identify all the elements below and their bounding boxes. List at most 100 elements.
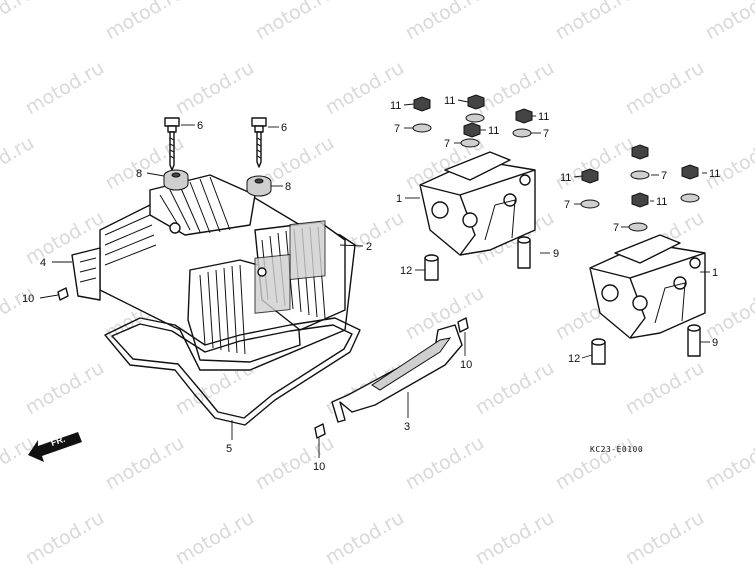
callout-leader bbox=[573, 175, 583, 178]
watermark-text: motod.ru bbox=[0, 0, 38, 44]
callout-c1b: 1 bbox=[700, 267, 718, 279]
callout-label: 7 bbox=[661, 170, 667, 182]
callout-label: 7 bbox=[564, 199, 570, 211]
watermark-text: motod.ru bbox=[402, 432, 488, 495]
callout-label: 10 bbox=[460, 359, 472, 371]
front-direction-arrow: FR. bbox=[28, 432, 82, 462]
watermark-text: motod.ru bbox=[322, 507, 408, 566]
callout-c9a: 9 bbox=[540, 248, 559, 260]
watermark-text: motod.ru bbox=[102, 432, 188, 495]
callout-c7e: 7 bbox=[651, 170, 667, 182]
diagram-code: KC23-E0100 bbox=[590, 445, 643, 454]
screw-gasket-right[interactable] bbox=[457, 317, 469, 333]
nut-u1[interactable] bbox=[413, 96, 431, 112]
cylinder-head-cover[interactable] bbox=[99, 174, 356, 371]
cover-bolt-left[interactable] bbox=[164, 117, 180, 171]
callout-label: 11 bbox=[444, 95, 455, 107]
watermark-text: motod.ru bbox=[102, 0, 188, 44]
callout-label: 11 bbox=[656, 196, 667, 208]
watermark-text: motod.ru bbox=[622, 507, 708, 566]
cover-bolt-right[interactable] bbox=[251, 117, 267, 168]
callout-label: 2 bbox=[366, 241, 372, 253]
callout-c9b: 9 bbox=[700, 337, 718, 349]
nut-l1[interactable] bbox=[631, 144, 649, 160]
watermark-text: motod.ru bbox=[0, 132, 38, 195]
callout-c6b: 6 bbox=[268, 122, 287, 134]
watermark-text: motod.ru bbox=[0, 432, 38, 495]
nut-u2[interactable] bbox=[467, 94, 485, 110]
callout-c8b: 8 bbox=[271, 181, 291, 193]
guide-plate[interactable] bbox=[331, 324, 463, 423]
watermark-text: motod.ru bbox=[22, 357, 108, 420]
nut-u4[interactable] bbox=[463, 122, 481, 138]
callout-label: 3 bbox=[404, 421, 410, 433]
washer-u1[interactable] bbox=[412, 123, 432, 133]
nut-l2[interactable] bbox=[581, 168, 599, 184]
nut-u3[interactable] bbox=[515, 108, 533, 124]
callout-label: 4 bbox=[40, 257, 46, 269]
callout-label: 11 bbox=[709, 168, 720, 180]
callout-c7d: 7 bbox=[564, 199, 581, 211]
nut-l4[interactable] bbox=[631, 192, 649, 208]
rocker-arm-holder-lower[interactable] bbox=[589, 234, 706, 339]
callout-c11a: 11 bbox=[390, 100, 415, 112]
callout-c8a: 8 bbox=[136, 168, 165, 180]
callout-label: 11 bbox=[488, 125, 499, 137]
grommet-left[interactable] bbox=[163, 169, 189, 191]
collar-lower[interactable] bbox=[687, 324, 701, 357]
head-cover-gasket[interactable] bbox=[104, 317, 361, 426]
dowel-pin-upper[interactable] bbox=[424, 254, 439, 281]
grommet-right[interactable] bbox=[246, 175, 272, 197]
callout-label: 7 bbox=[543, 128, 549, 140]
washer-l4[interactable] bbox=[628, 222, 648, 232]
callout-leader bbox=[339, 244, 364, 247]
callout-label: 6 bbox=[281, 122, 287, 134]
direction-label: FR. bbox=[50, 434, 67, 448]
watermark-text: motod.ru bbox=[0, 282, 38, 345]
washer-u2[interactable] bbox=[512, 128, 532, 138]
dowel-pin-lower[interactable] bbox=[591, 338, 606, 365]
callout-c12a: 12 bbox=[400, 265, 425, 277]
callout-leader bbox=[581, 354, 593, 359]
callout-label: 9 bbox=[712, 337, 718, 349]
callout-c7a: 7 bbox=[394, 123, 413, 135]
washer-u4[interactable] bbox=[465, 113, 485, 123]
washer-l2[interactable] bbox=[580, 199, 600, 209]
washer-u3[interactable] bbox=[460, 138, 480, 148]
watermark-text: motod.ru bbox=[702, 282, 755, 345]
nut-l3[interactable] bbox=[681, 164, 699, 180]
callout-label: 7 bbox=[394, 123, 400, 135]
callout-c4: 4 bbox=[40, 257, 72, 269]
callout-c10a: 10 bbox=[22, 293, 59, 305]
callout-label: 12 bbox=[400, 265, 412, 277]
watermark-text: motod.ru bbox=[252, 0, 338, 44]
washer-l3[interactable] bbox=[680, 193, 700, 203]
callout-c7f: 7 bbox=[613, 222, 629, 234]
callout-c5: 5 bbox=[226, 420, 233, 455]
callout-c7b: 7 bbox=[531, 128, 549, 140]
washer-l1[interactable] bbox=[630, 170, 650, 180]
callout-label: 12 bbox=[568, 353, 580, 365]
callout-label: 11 bbox=[390, 100, 401, 112]
watermark-text: motod.ru bbox=[552, 132, 638, 195]
callout-c11d: 11 bbox=[480, 125, 499, 137]
collar-upper[interactable] bbox=[517, 236, 531, 269]
watermark-text: motod.ru bbox=[172, 507, 258, 566]
watermark-text: motod.ru bbox=[472, 357, 558, 420]
watermark-text: motod.ru bbox=[702, 132, 755, 195]
callout-label: 11 bbox=[538, 111, 549, 123]
watermark-text: motod.ru bbox=[22, 57, 108, 120]
screw-left[interactable] bbox=[57, 287, 69, 301]
watermark-text: motod.ru bbox=[552, 432, 638, 495]
callout-leader bbox=[403, 103, 415, 106]
screw-bottom[interactable] bbox=[314, 423, 326, 439]
callout-label: 11 bbox=[560, 172, 571, 184]
callout-label: 1 bbox=[712, 267, 718, 279]
callout-label: 7 bbox=[444, 138, 450, 150]
callout-leader bbox=[146, 172, 165, 177]
rocker-arm-holder-upper[interactable] bbox=[419, 151, 536, 256]
watermark-text: motod.ru bbox=[702, 432, 755, 495]
side-cover-plate[interactable] bbox=[71, 247, 101, 301]
